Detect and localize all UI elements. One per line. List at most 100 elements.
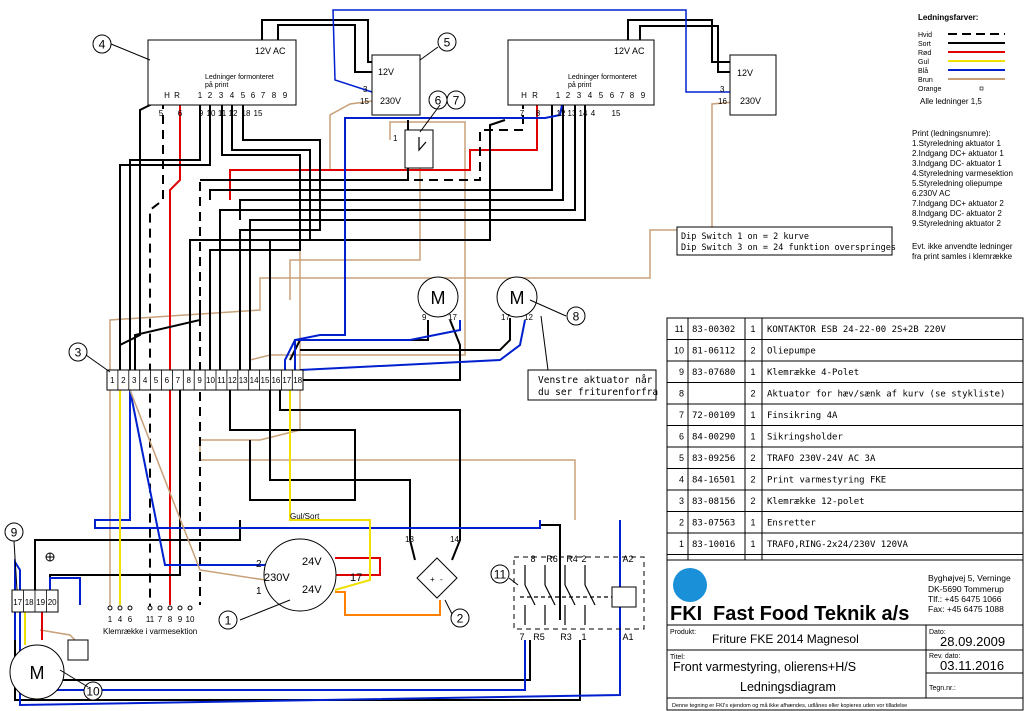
- table-cell-stk: 1: [750, 432, 755, 442]
- table-cell-varenr: 83-10016: [692, 540, 735, 550]
- wire-blue: [129, 389, 265, 566]
- strip-terminal-number: 11: [217, 376, 226, 385]
- print-wire-number: 11: [218, 109, 227, 118]
- table-cell-stk: 1: [750, 518, 755, 528]
- wire-black: [269, 119, 506, 370]
- strip-terminal-number: 5: [154, 376, 159, 385]
- print-legend-line: 2.Indgang DC+ aktuator 1: [912, 149, 1004, 158]
- trafo-bottom-label: 230V: [380, 96, 401, 106]
- small-strip-number: 17: [13, 598, 22, 607]
- callout-bubble: [490, 564, 510, 584]
- callout-bubble: [83, 681, 103, 701]
- table-cell-text: Oliepumpe: [767, 347, 816, 357]
- table-cell-varenr: 72-00109: [692, 411, 735, 421]
- strip-terminal-number: 3: [132, 376, 137, 385]
- contactor-bottom-label: A1: [622, 632, 633, 642]
- print-terminal-label: 9: [283, 91, 288, 100]
- wire-color-legend: Ledningsfarver: HvidSortRødGulBlåBrunOra…: [918, 13, 1005, 106]
- print-legend-line: 5.Styreledning oliepumpe: [912, 179, 1003, 188]
- print-label-line: Ledninger formonteret: [568, 74, 637, 81]
- contactor-bottom-label: 1: [581, 632, 586, 642]
- table-cell-pos: 2: [679, 518, 684, 528]
- callout-number: 5: [444, 36, 451, 50]
- wire-blue: [332, 9, 730, 93]
- table-cell-stk: 1: [750, 367, 755, 377]
- callout-bubble: [450, 608, 470, 628]
- wire-orange: [335, 591, 441, 616]
- rectifier: + - 13 14: [405, 535, 459, 599]
- actuator-note-line: du ser friturenforfra: [538, 387, 658, 398]
- print-wire-number: 9: [199, 109, 204, 118]
- table-cell-text: Print varmestyring FKE: [767, 476, 886, 486]
- callout-bubble: [446, 90, 466, 110]
- small-strip-number: 18: [25, 598, 34, 607]
- strip-terminal-number: 9: [197, 376, 202, 385]
- table-cell-varenr: 83-08156: [692, 497, 735, 507]
- lift-motor: M: [9, 644, 65, 700]
- wire-brown: [129, 389, 266, 581]
- print-legend-note: fra print samles i klemrække: [912, 252, 1013, 261]
- motor-pin: 9: [422, 313, 427, 322]
- table-cell-pos: 3: [679, 496, 684, 506]
- print-terminal-label: 5: [599, 91, 604, 100]
- strip-terminal-number: 18: [293, 376, 302, 385]
- ring-trafo-wire: 17: [350, 572, 362, 584]
- ring-trafo-input: 1: [256, 586, 262, 597]
- strip-terminal-number: 13: [239, 376, 248, 385]
- callout-number: 7: [453, 94, 460, 108]
- print-terminal-label: 9: [641, 91, 646, 100]
- callout-bubble: [68, 342, 88, 362]
- table-cell-stk: 2: [750, 389, 755, 399]
- titel-label: Titel:: [670, 654, 685, 661]
- wire-blue: [40, 640, 526, 691]
- wire-brown: [109, 101, 736, 610]
- print-terminal-label: 8: [630, 91, 635, 100]
- rev-value: 03.11.2016: [940, 658, 1004, 673]
- callout-bubble: [218, 610, 238, 630]
- wire-black: [300, 318, 511, 351]
- fki-logo-text: FKI: [670, 603, 702, 625]
- print-wire-number: 6: [178, 109, 183, 118]
- print-label-line: på print: [568, 81, 591, 89]
- print-wire-number: 13: [568, 109, 577, 118]
- heating-terminal-number: 10: [186, 615, 195, 624]
- print-legend-lines: 1.Styreledning aktuator 12.Indgang DC+ a…: [912, 139, 1013, 228]
- table-cell-varenr: 83-09256: [692, 454, 735, 464]
- strip-terminal-number: 4: [143, 376, 148, 385]
- table-cell-pos: 4: [679, 475, 684, 485]
- wire-black: [277, 24, 380, 73]
- dip-switch-line: Dip Switch 1 on = 2 kurve: [681, 232, 809, 242]
- print-wire-number: 12: [229, 109, 238, 118]
- strip-terminal-number: 14: [250, 376, 259, 385]
- table-cell-text: Finsikring 4A: [767, 411, 838, 421]
- table-cell-stk: 2: [750, 346, 755, 356]
- wire-brown: [39, 629, 76, 641]
- contactor-bottom-label: R3: [560, 632, 572, 642]
- legend-title: Ledningsfarver:: [918, 13, 978, 22]
- wire-label-gul-sort: Gul/Sort: [290, 512, 320, 521]
- heating-terminal-dot: [177, 605, 183, 611]
- motor-symbol: M: [431, 288, 446, 308]
- strip-terminal-number: 16: [271, 376, 280, 385]
- table-cell-pos: 10: [674, 346, 684, 356]
- print-wire-number: 15: [612, 109, 621, 118]
- contactor-top-label: R4: [566, 554, 578, 564]
- heating-terminal-number: 7: [158, 615, 163, 624]
- address-line: Fax: +45 6475 1088: [928, 604, 1004, 614]
- legend-label: Gul: [918, 59, 929, 66]
- wire-black: [279, 390, 461, 561]
- actuator-note-box: Venstre aktuator når du ser friturenforf…: [527, 369, 658, 401]
- table-cell-pos: 6: [679, 432, 684, 442]
- fuse-holder: 1: [393, 129, 434, 169]
- wire-black: [34, 520, 241, 590]
- table-cell-stk: 1: [750, 410, 755, 420]
